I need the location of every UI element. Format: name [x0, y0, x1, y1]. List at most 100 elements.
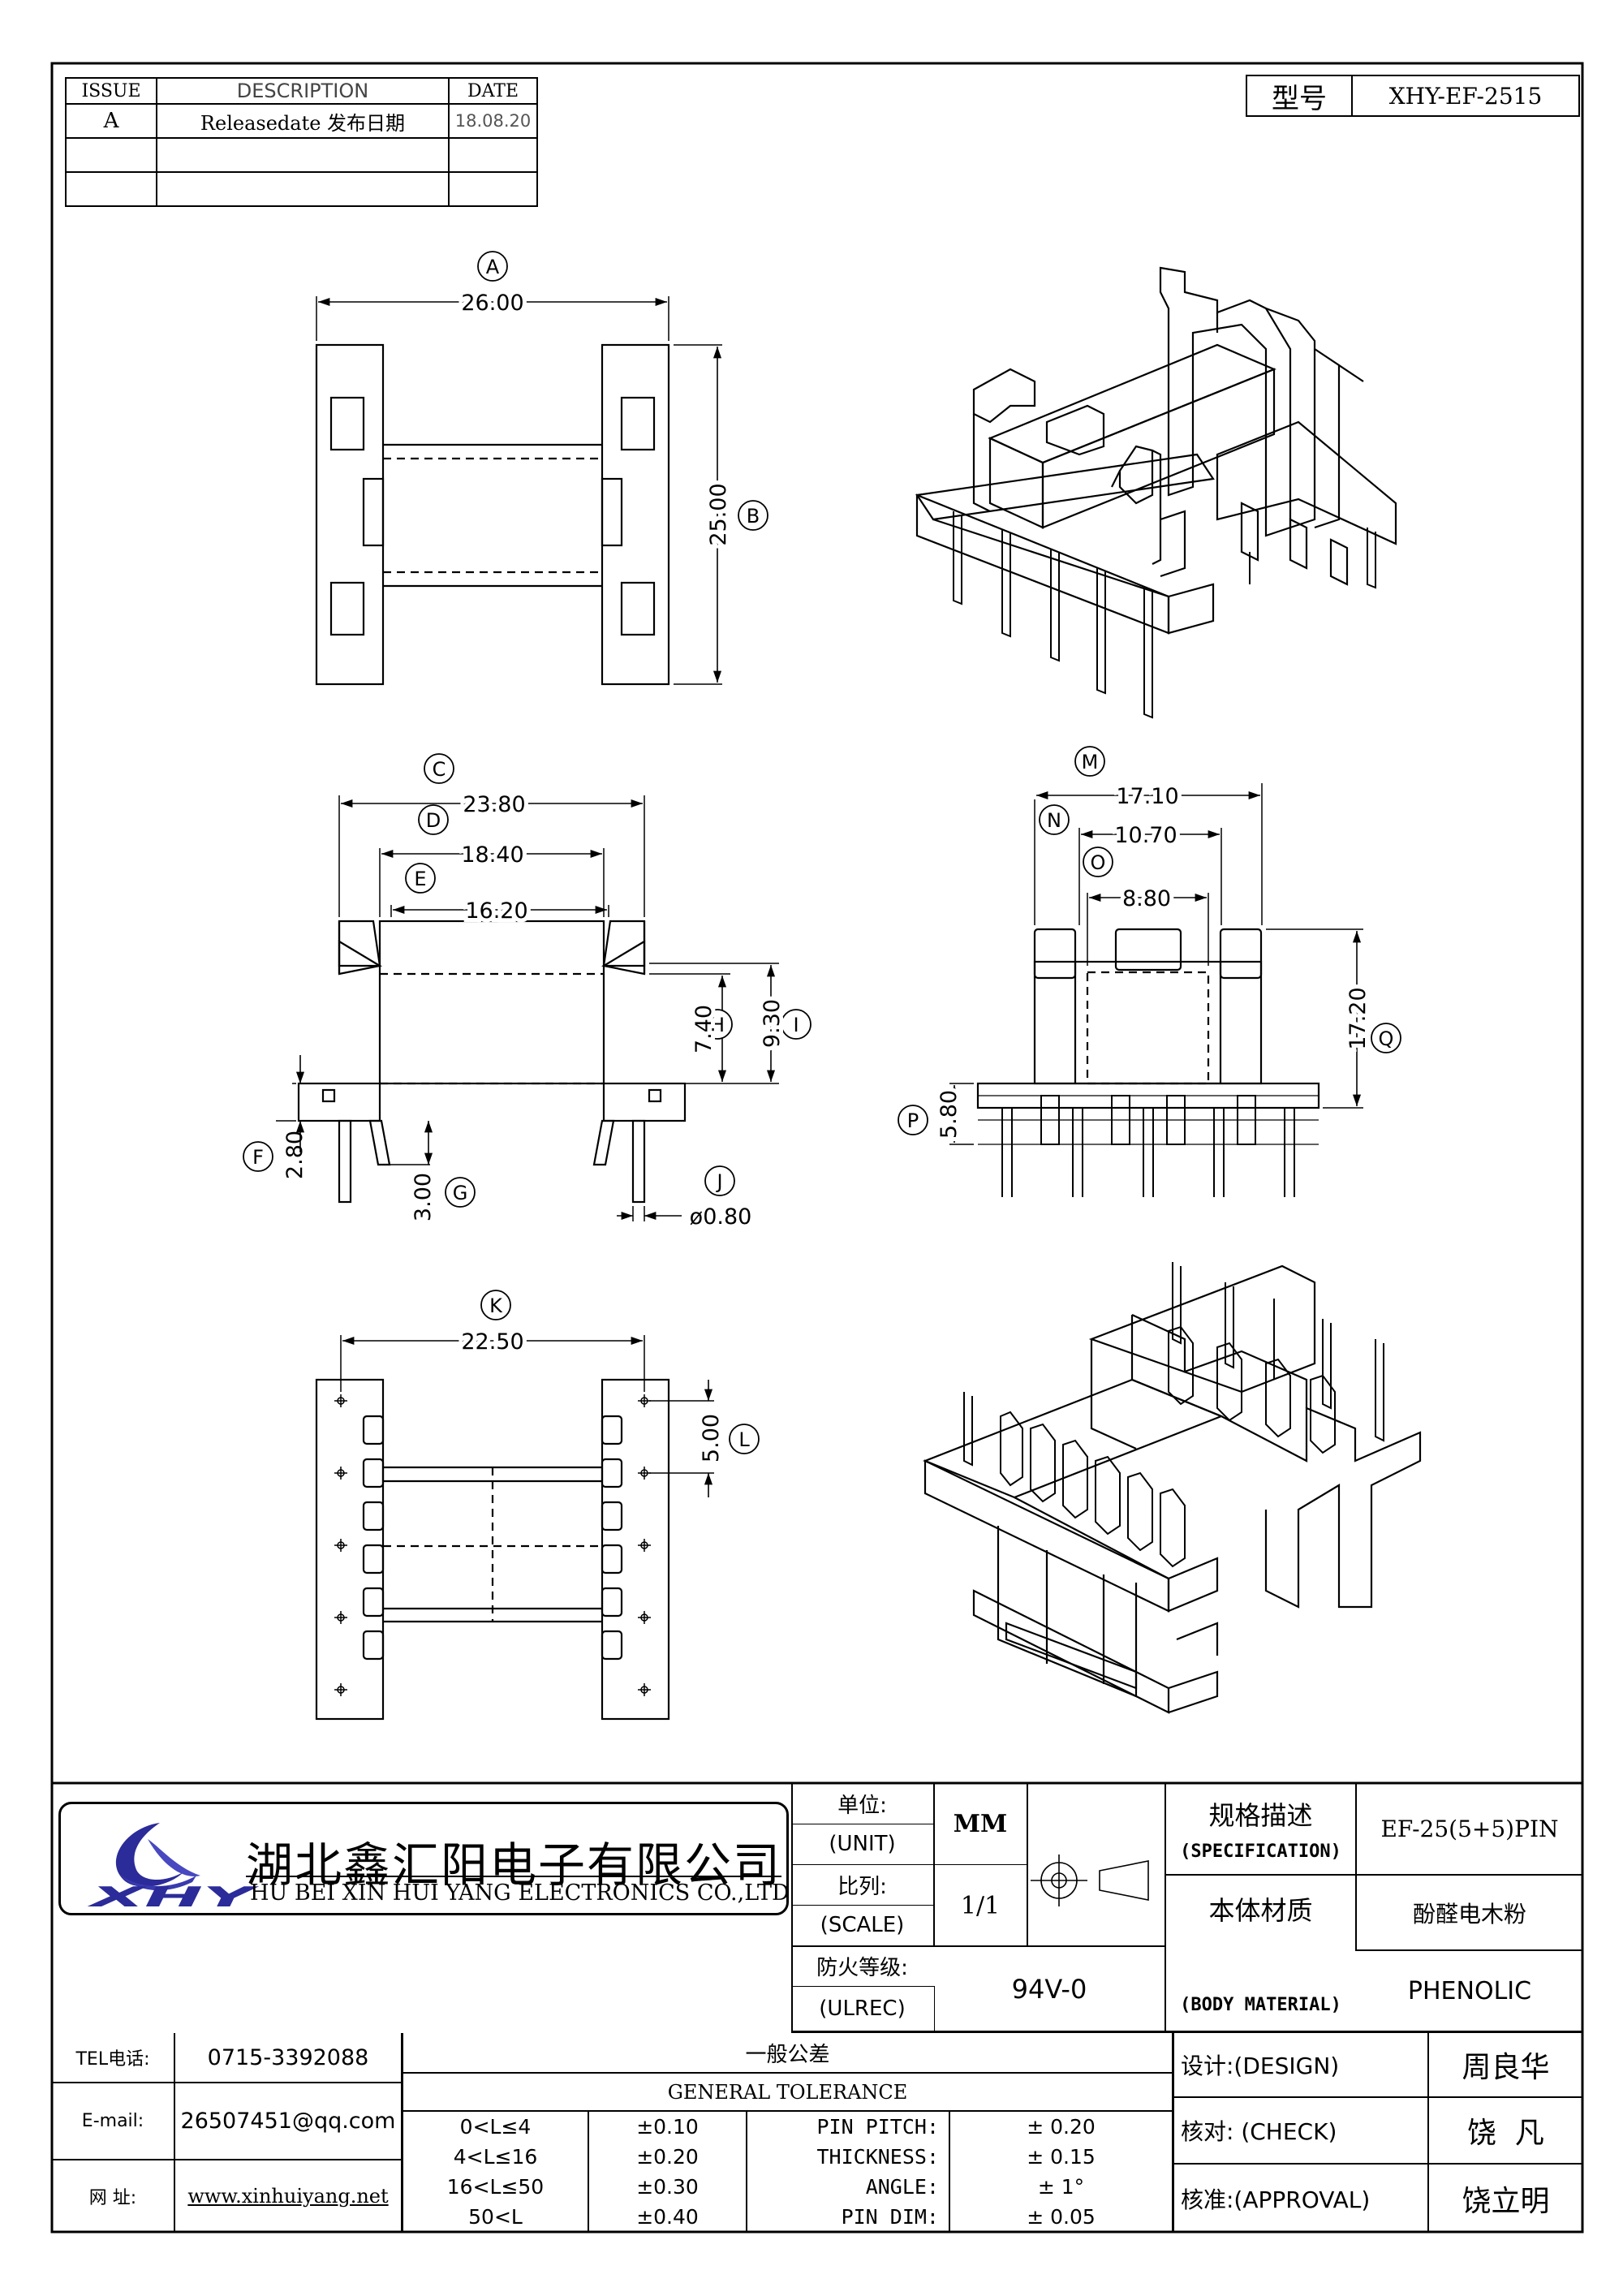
- dim-H-tag: H: [710, 1014, 725, 1036]
- material-label-cn: 本体材质: [1208, 1895, 1313, 1926]
- check-label: 核对: (CHECK): [1181, 2118, 1337, 2145]
- dim-E-value: 16.20: [465, 898, 527, 924]
- dim-Q-value: 17.20: [1345, 987, 1371, 1049]
- dim-A-value: 26.00: [461, 291, 523, 316]
- material-value-cn: 酚醛电木粉: [1412, 1900, 1526, 1928]
- scale-label-cn: 比列:: [837, 1874, 887, 1899]
- tolerance-item-value: ± 0.05: [1027, 2205, 1096, 2229]
- isometric-view-bottom: [923, 1264, 1422, 1714]
- revision-header-date: DATE: [467, 80, 519, 101]
- dim-C-value: 23.80: [463, 792, 525, 817]
- company-name-en: HU BEI XIN HUI YANG ELECTRONICS CO.,LTD: [250, 1880, 790, 1906]
- material-label-en: (BODY MATERIAL): [1180, 1994, 1341, 2015]
- top-view: [315, 296, 722, 686]
- check-name: 饶 凡: [1467, 2117, 1544, 2150]
- tolerance-ranges: 0<L≤4 4<L≤16 16<L≤50 50<L: [403, 2112, 588, 2232]
- dim-D-tag: D: [426, 809, 441, 832]
- side-view: [276, 795, 779, 1221]
- dim-B-value: 25.00: [706, 483, 731, 545]
- dim-M-tag: M: [1082, 751, 1099, 773]
- spec-value: EF-25(5+5)PIN: [1380, 1815, 1559, 1842]
- dim-F-value: 2.80: [282, 1131, 308, 1179]
- bottom-view: [315, 1335, 714, 1721]
- spec-grid: 单位: (UNIT) MM 比列: (SCALE) 1/1 防火等级: (ULR…: [791, 1783, 1582, 2033]
- unit-value: MM: [953, 1809, 1008, 1838]
- model-label: 型号: [1272, 82, 1327, 115]
- tolerance-value: ±0.20: [636, 2145, 699, 2169]
- tolerance-values: ±0.10 ±0.20 ±0.30 ±0.40: [589, 2112, 746, 2232]
- email-value[interactable]: 26507451@qq.com: [180, 2109, 396, 2134]
- dim-A-tag: A: [486, 256, 500, 278]
- dim-O-tag: O: [1091, 851, 1106, 874]
- tolerance-item: ANGLE:: [865, 2175, 939, 2199]
- web-label: 网 址:: [88, 2188, 137, 2208]
- dim-J-tag: J: [715, 1170, 722, 1193]
- isometric-view-top-pins: [953, 511, 1376, 719]
- revision-header-issue: ISSUE: [81, 80, 141, 101]
- tolerance-item-values: ± 0.20 ± 0.15 ± 1° ± 0.05: [950, 2112, 1172, 2232]
- tolerance-item-value: ± 0.15: [1027, 2145, 1096, 2169]
- tolerance-range: 0<L≤4: [459, 2115, 532, 2139]
- tolerance-item: THICKNESS:: [816, 2145, 939, 2169]
- tolerance-item: PIN DIM:: [841, 2205, 939, 2229]
- dim-P-value: 5.80: [936, 1090, 962, 1139]
- model-value: XHY-EF-2515: [1388, 82, 1543, 110]
- approve-name: 饶立明: [1462, 2184, 1550, 2218]
- dim-I-value: 9.30: [760, 999, 785, 1048]
- fire-label-cn: 防火等级:: [816, 1955, 908, 1980]
- tolerance-item: PIN PITCH:: [816, 2115, 939, 2139]
- fire-label-en: (ULREC): [819, 1996, 906, 2021]
- dim-K-value: 22.50: [461, 1329, 523, 1355]
- isometric-view-bottom-pins: [963, 1262, 1384, 1568]
- tolerance-title-en: GENERAL TOLERANCE: [667, 2080, 908, 2104]
- tolerance-value: ±0.10: [636, 2115, 699, 2139]
- dim-E-tag: E: [414, 868, 426, 890]
- design-label: 设计:(DESIGN): [1181, 2053, 1340, 2079]
- dim-C-tag: C: [433, 758, 446, 781]
- tel-label: TEL电话:: [75, 2049, 150, 2070]
- revision-header-description: DESCRIPTION: [236, 80, 369, 102]
- web-link[interactable]: www.xinhuiyang.net: [187, 2185, 389, 2208]
- dim-B-tag: B: [747, 505, 760, 528]
- revision-row-date: 18.08.20: [454, 111, 532, 131]
- isometric-view-top: [915, 266, 1397, 635]
- dim-O-value: 8.80: [1122, 886, 1171, 911]
- tolerance-items: PIN PITCH: THICKNESS: ANGLE: PIN DIM:: [747, 2112, 949, 2232]
- unit-label-cn: 单位:: [837, 1793, 887, 1818]
- dim-D-value: 18.40: [461, 842, 523, 868]
- dim-F-tag: F: [252, 1146, 264, 1169]
- dim-G-value: 3.00: [411, 1173, 436, 1221]
- tolerance-range: 4<L≤16: [453, 2145, 538, 2169]
- company-logo: XHY: [87, 1823, 260, 1912]
- scale-value: 1/1: [960, 1891, 1001, 1920]
- dim-N-tag: N: [1047, 809, 1061, 832]
- tolerance-range: 16<L≤50: [446, 2175, 545, 2199]
- dim-H-value: 7.40: [691, 1005, 717, 1053]
- projection-symbol: [1031, 1854, 1149, 1906]
- bottom-view-pin-holes: [334, 1394, 651, 1696]
- dim-Q-tag: Q: [1379, 1027, 1394, 1050]
- dim-J-value: ø0.80: [690, 1204, 752, 1230]
- tel-value: 0715-3392088: [207, 2044, 369, 2070]
- bottom-info-grid: TEL电话: 0715-3392088 E-mail: 26507451@qq.…: [52, 2033, 1582, 2232]
- revision-table: ISSUE DESCRIPTION DATE A Releasedate 发布日…: [65, 77, 538, 207]
- front-view-pins: [978, 1095, 1319, 1197]
- tolerance-value: ±0.40: [636, 2205, 699, 2229]
- dim-M-value: 17.10: [1116, 784, 1178, 809]
- unit-label-en: (UNIT): [829, 1832, 896, 1856]
- model-box: 型号 XHY-EF-2515: [1246, 75, 1580, 117]
- email-label: E-mail:: [81, 2111, 144, 2131]
- dim-tag-circles: [243, 251, 1401, 1454]
- tolerance-value: ±0.30: [636, 2175, 699, 2199]
- tolerance-item-value: ± 0.20: [1027, 2115, 1096, 2139]
- dim-P-tag: P: [907, 1109, 919, 1132]
- revision-row-issue: A: [103, 109, 119, 133]
- spec-label-cn: 规格描述: [1208, 1799, 1313, 1831]
- dim-K-tag: K: [489, 1294, 503, 1317]
- spec-label-en: (SPECIFICATION): [1180, 1842, 1341, 1862]
- dim-N-value: 10.70: [1114, 823, 1177, 848]
- scale-label-en: (SCALE): [820, 1913, 905, 1937]
- material-value-en: PHENOLIC: [1407, 1976, 1532, 2005]
- company-box: XHY 湖北鑫汇阳电子有限公司 HU BEI XIN HUI YANG ELEC…: [58, 1802, 790, 1915]
